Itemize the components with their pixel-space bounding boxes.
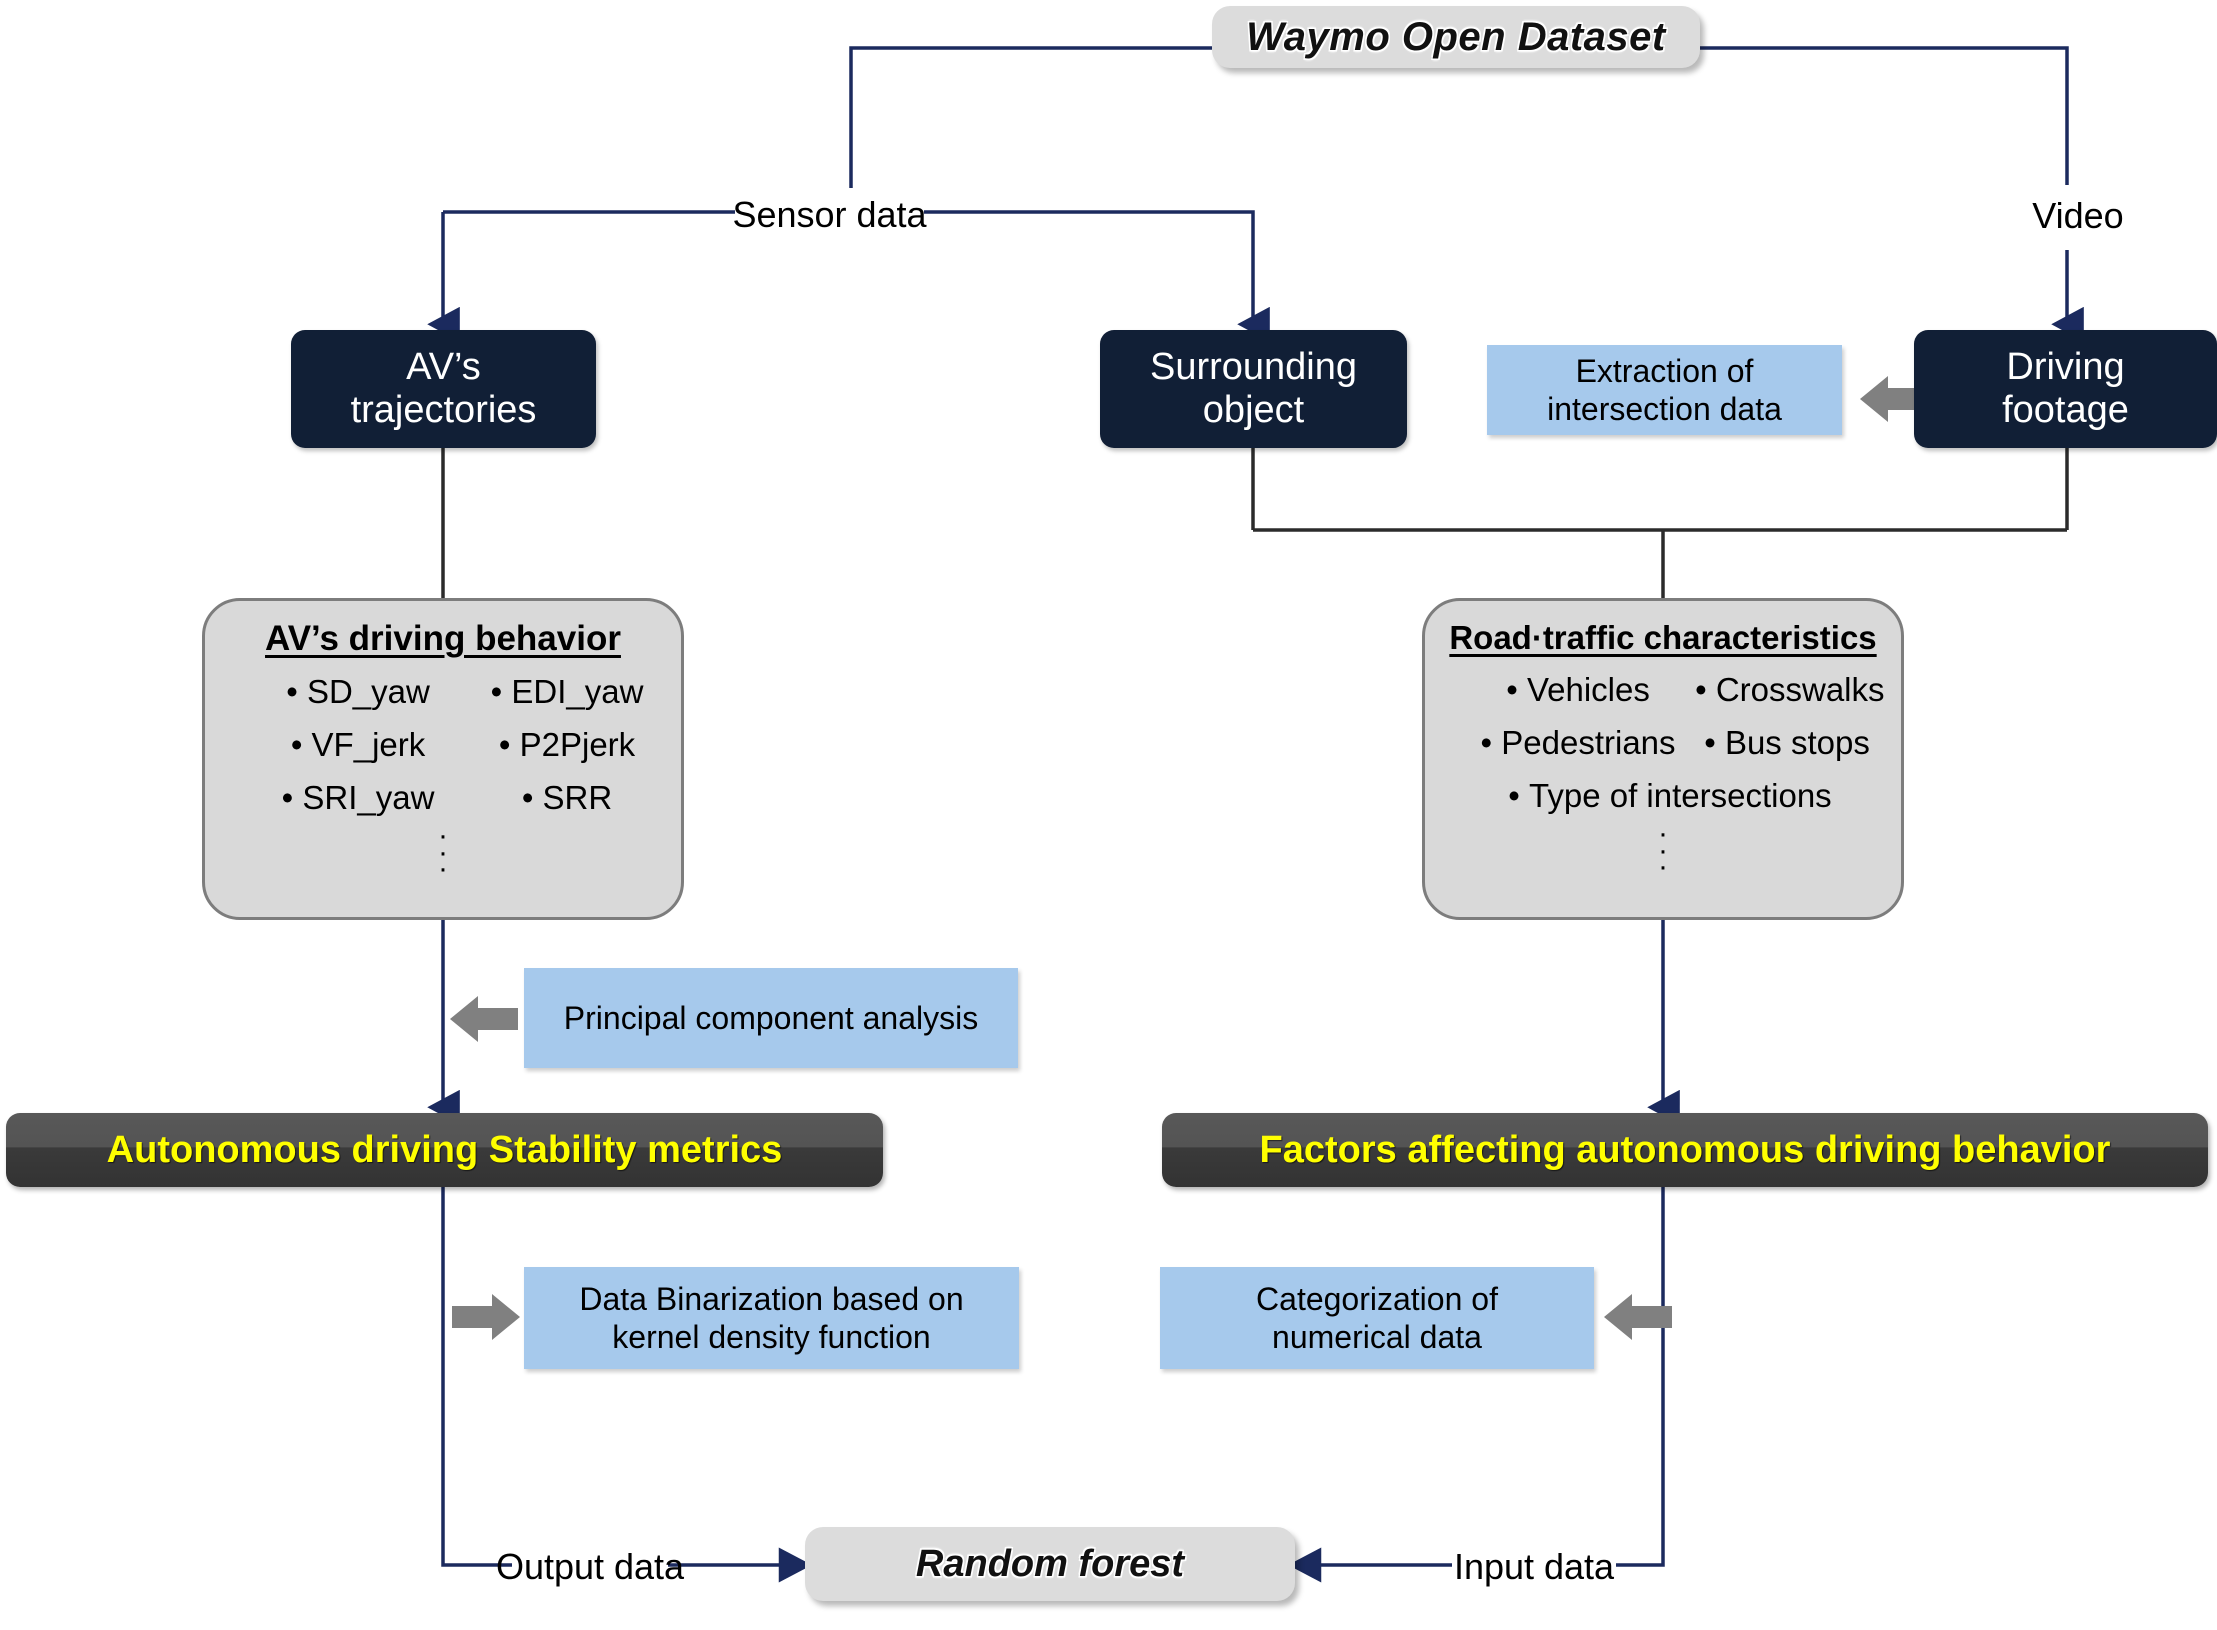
- driving-footage-line2: footage: [2002, 389, 2129, 431]
- node-random-forest: Random forest: [805, 1527, 1295, 1601]
- list-item: Crosswalks: [1695, 673, 1885, 706]
- extraction-line1: Extraction of: [1575, 352, 1754, 389]
- block-arrow-left-categorization: [1604, 1294, 1672, 1340]
- list-item: Pedestrians: [1461, 726, 1695, 759]
- panel-wide-row-right: Type of intersections: [1447, 779, 1879, 832]
- list-item: Vehicles: [1461, 673, 1695, 706]
- panel-columns-right: Vehicles Pedestrians Crosswalks Bus stop…: [1447, 673, 1885, 779]
- panel-col-right-1: Vehicles Pedestrians: [1461, 673, 1695, 779]
- vertical-ellipsis-right: ···: [1658, 817, 1668, 883]
- node-av-trajectories: AV’s trajectories: [291, 330, 596, 448]
- list-item: Type of intersections: [1461, 779, 1879, 812]
- list-item: EDI_yaw: [475, 675, 659, 708]
- panel-title-av-driving-behavior: AV’s driving behavior: [265, 619, 621, 658]
- node-data-binarization: Data Binarization based on kernel densit…: [524, 1267, 1019, 1369]
- video-text: Video: [2032, 195, 2124, 236]
- av-trajectories-line1: AV’s: [406, 346, 481, 389]
- block-arrow-right-binarization: [452, 1294, 520, 1340]
- surrounding-object-line1: Surrounding: [1149, 346, 1358, 389]
- node-extraction-intersection-data: Extraction of intersection data: [1487, 345, 1842, 435]
- random-forest-label: Random forest: [915, 1542, 1185, 1585]
- panel-col-left-1: SD_yaw VF_jerk SRI_yaw: [241, 675, 475, 834]
- categorization-line2: numerical data: [1272, 1319, 1482, 1355]
- edge-label-input-data: Input data: [1452, 1540, 1616, 1594]
- categorization-line1: Categorization of: [1256, 1280, 1498, 1317]
- list-item: P2Pjerk: [475, 728, 659, 761]
- sensor-data-text: Sensor data: [732, 194, 927, 235]
- av-trajectories-line2: trajectories: [350, 389, 537, 431]
- input-data-text: Input data: [1453, 1546, 1615, 1587]
- panel-road-traffic-characteristics: Road·traffic characteristics Vehicles Pe…: [1422, 598, 1904, 920]
- edge-label-video: Video: [2010, 186, 2146, 246]
- banner-left-label: Autonomous driving Stability metrics: [106, 1128, 783, 1171]
- block-arrow-left-pca: [450, 996, 518, 1042]
- banner-factors-affecting: Factors affecting autonomous driving beh…: [1162, 1113, 2208, 1187]
- list-item: Bus stops: [1695, 726, 1879, 759]
- list-item: SRR: [475, 781, 659, 814]
- dataset-title-label: Waymo Open Dataset: [1246, 14, 1666, 59]
- block-arrow-left-extraction: [1860, 376, 1928, 422]
- dataset-title-box: Waymo Open Dataset: [1212, 6, 1700, 68]
- node-driving-footage: Driving footage: [1914, 330, 2217, 448]
- edge-label-sensor-data: Sensor data: [732, 188, 927, 242]
- extraction-line2: intersection data: [1547, 391, 1782, 427]
- edge-label-output-data: Output data: [496, 1540, 684, 1594]
- panel-columns-left: SD_yaw VF_jerk SRI_yaw EDI_yaw P2Pjerk S…: [227, 675, 659, 834]
- list-item: VF_jerk: [241, 728, 475, 761]
- node-categorization-numerical-data: Categorization of numerical data: [1160, 1267, 1594, 1369]
- pca-label: Principal component analysis: [563, 999, 979, 1036]
- panel-av-driving-behavior: AV’s driving behavior SD_yaw VF_jerk SRI…: [202, 598, 684, 920]
- binarization-line2: kernel density function: [612, 1319, 931, 1355]
- panel-col-left-2: EDI_yaw P2Pjerk SRR: [475, 675, 659, 834]
- list-item: SD_yaw: [241, 675, 475, 708]
- binarization-line1: Data Binarization based on: [579, 1280, 964, 1317]
- panel-col-right-2: Crosswalks Bus stops: [1695, 673, 1885, 779]
- node-surrounding-object: Surrounding object: [1100, 330, 1407, 448]
- node-principal-component-analysis: Principal component analysis: [524, 968, 1018, 1068]
- surrounding-object-line2: object: [1202, 389, 1305, 431]
- banner-stability-metrics: Autonomous driving Stability metrics: [6, 1113, 883, 1187]
- black-wires: [441, 447, 2069, 598]
- panel-title-road-traffic: Road·traffic characteristics: [1449, 619, 1877, 656]
- driving-footage-line1: Driving: [2006, 346, 2125, 389]
- list-item: SRI_yaw: [241, 781, 475, 814]
- vertical-ellipsis-left: ···: [438, 819, 448, 885]
- output-data-text: Output data: [495, 1546, 685, 1587]
- banner-right-label: Factors affecting autonomous driving beh…: [1259, 1128, 2111, 1171]
